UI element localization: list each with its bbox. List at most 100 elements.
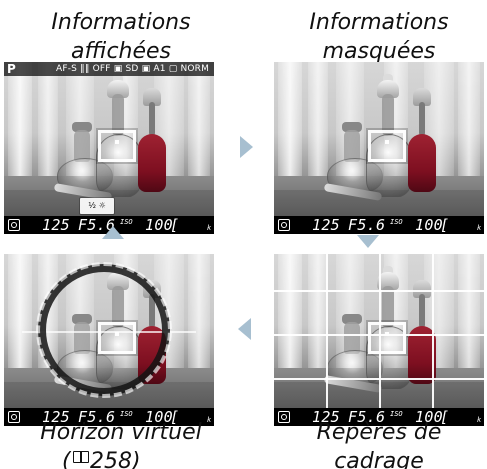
curtain-stripe [308, 62, 328, 182]
panel-info-hidden: 125 F5.6 ISO 100 [ 2.0] k [274, 62, 484, 234]
left-bottle-cap [72, 122, 92, 132]
top-info-bar: P AF-S ‖‖ OFF ▣ SD ▣ A1 ▢ NORM ▣ [4, 62, 214, 76]
grid-line-vertical [326, 254, 328, 408]
curtain-stripe [8, 62, 32, 182]
bottom-info-bar: 125 F5.6 ISO 100 [ 2.0] k [274, 408, 484, 426]
shutter-speed: 125 [312, 216, 340, 234]
grid-line-vertical [432, 254, 434, 408]
shooting-info: AF-S ‖‖ OFF ▣ SD ▣ A1 ▢ NORM ▣ [56, 64, 211, 74]
caption-top-left-line-1: Informations [51, 10, 191, 35]
caption-bottom-left-line-2: ( 258) [16, 447, 226, 469]
focus-frame [368, 130, 406, 162]
red-bottle-neck [419, 294, 425, 328]
center-bottle-neck [112, 94, 124, 136]
focus-frame [98, 130, 136, 162]
aperture-value: F5.6 [348, 216, 386, 234]
shutter-speed: 125 [312, 408, 340, 426]
bottom-info-bar: 125 F5.6 ISO 100 [ 2.0] k [4, 408, 214, 426]
caption-top-right: Informations masquées [274, 8, 484, 66]
curtain-stripe [458, 254, 480, 374]
metering-icon [8, 219, 20, 231]
remaining-shots-suffix: k [477, 224, 482, 232]
iso-label: ISO [120, 410, 133, 418]
metering-icon [278, 219, 290, 231]
curtain-stripe [278, 254, 302, 374]
red-bottle-cap [413, 280, 431, 298]
scene: P AF-S ‖‖ OFF ▣ SD ▣ A1 ▢ NORM ▣ ½ ☼ [4, 62, 214, 216]
shutter-speed: 125 [42, 216, 70, 234]
arrow-left-icon [238, 318, 251, 340]
caption-bottom-left-line-1: Horizon virtuel [40, 420, 202, 445]
left-bottle-cap [342, 314, 362, 324]
panel-info-displayed: P AF-S ‖‖ OFF ▣ SD ▣ A1 ▢ NORM ▣ ½ ☼ 125… [4, 62, 214, 234]
remaining-shots: [ 2.0] [440, 408, 477, 426]
iso-value: 100 [415, 408, 443, 426]
iso-value: 100 [415, 216, 443, 234]
red-bottle-body [408, 134, 436, 192]
scene [274, 254, 484, 408]
aperture-value: F5.6 [348, 408, 386, 426]
center-bottle-cap [107, 80, 129, 98]
curtain-stripe [8, 254, 32, 374]
virtual-horizon-ring [36, 262, 172, 398]
left-bottle-neck [344, 322, 360, 354]
caption-bottom-right: Repères de cadrage [274, 418, 484, 469]
curtain-stripe [188, 254, 210, 374]
remaining-shots: [ 2.0] [170, 216, 207, 234]
red-bottle-neck [149, 102, 155, 136]
left-bottle-cap [342, 122, 362, 132]
center-bottle-neck [382, 94, 394, 136]
iso-label: ISO [120, 218, 133, 226]
arrow-down-icon [357, 235, 379, 248]
arrow-up-icon [102, 226, 124, 239]
remaining-shots: [ 2.0] [440, 216, 477, 234]
book-icon [73, 451, 89, 463]
panel-virtual-horizon: 125 F5.6 ISO 100 [ 2.0] k [4, 254, 214, 426]
caption-bottom-left-page-ref: 258) [90, 449, 141, 469]
center-bottle-cap [377, 80, 399, 98]
caption-top-right-line-2: masquées [322, 39, 436, 64]
arrow-right-icon [240, 136, 253, 158]
center-bottle-top [383, 74, 393, 82]
curtain-stripe [278, 62, 302, 182]
bottom-info-bar: 125 F5.6 ISO 100 [ 2.0] k [4, 216, 214, 234]
caption-bottom-right-line-1: Repères de cadrage [316, 420, 442, 469]
red-bottle-body [138, 134, 166, 192]
iso-label: ISO [390, 410, 403, 418]
metering-icon [278, 411, 290, 423]
aperture-value: F5.6 [78, 408, 116, 426]
caption-top-left: Informations affichées [16, 8, 226, 66]
metering-icon [8, 411, 20, 423]
left-bottle-neck [344, 130, 360, 162]
curtain-stripe [308, 254, 328, 374]
panel-framing-grid: 125 F5.6 ISO 100 [ 2.0] k [274, 254, 484, 426]
center-bottle-top [113, 74, 123, 82]
iso-label: ISO [390, 218, 403, 226]
curtain-stripe [38, 62, 58, 182]
caption-top-left-line-2: affichées [70, 39, 172, 64]
remaining-shots: [ 2.0] [170, 408, 207, 426]
curtain-stripe [458, 62, 480, 182]
red-bottle-neck [419, 102, 425, 136]
caption-bottom-left: Horizon virtuel ( 258) [16, 418, 226, 469]
scene [4, 254, 214, 408]
caption-bottom-left-paren: ( [62, 449, 71, 469]
grid-line-vertical [379, 254, 381, 408]
iso-value: 100 [145, 216, 173, 234]
shutter-speed: 125 [42, 408, 70, 426]
remaining-shots-suffix: k [207, 416, 212, 424]
remaining-shots-suffix: k [207, 224, 212, 232]
bottom-info-bar: 125 F5.6 ISO 100 [ 2.0] k [274, 216, 484, 234]
red-bottle-cap [143, 88, 161, 106]
red-bottle-cap [413, 88, 431, 106]
left-bottle-neck [74, 130, 90, 162]
iso-value: 100 [145, 408, 173, 426]
white-balance-indicator: ½ ☼ [80, 198, 114, 214]
center-bottle-cap [377, 272, 399, 290]
caption-top-right-line-1: Informations [309, 10, 449, 35]
scene [274, 62, 484, 216]
center-bottle-neck [382, 286, 394, 328]
center-bottle-top [383, 266, 393, 274]
curtain-stripe [188, 62, 210, 182]
